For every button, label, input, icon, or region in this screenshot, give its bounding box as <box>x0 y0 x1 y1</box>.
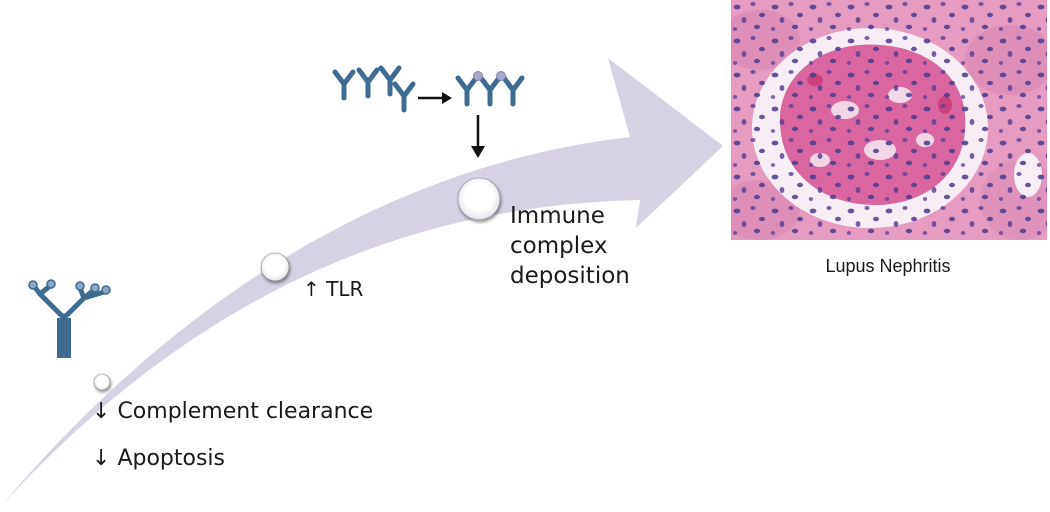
immune-complex-line-3: deposition <box>510 263 630 289</box>
stage-circle-medium <box>260 252 290 282</box>
progression-arrow <box>2 58 723 505</box>
tlr-text: TLR <box>326 277 364 301</box>
micrograph-caption: Lupus Nephritis <box>825 256 951 276</box>
stage-circle-small <box>93 373 111 391</box>
down-arrow-icon: ↓ <box>92 446 111 471</box>
immune-complex-deposition-label: Immune complex deposition <box>510 201 630 291</box>
tlr-label: ↑ TLR <box>303 276 363 302</box>
down-arrow-icon <box>471 115 485 158</box>
immune-complex-line-2: complex <box>510 233 608 259</box>
apoptosis-label: ↓ Apoptosis <box>92 446 225 472</box>
antibody-group-icon <box>332 65 416 113</box>
apoptosis-text: Apoptosis <box>117 446 225 471</box>
antibody-complex-icon <box>455 71 525 107</box>
complement-clearance-label: ↓ Complement clearance <box>92 399 373 425</box>
branched-antibody-icon <box>28 279 111 358</box>
up-arrow-icon: ↑ <box>303 277 320 301</box>
immune-complex-line-1: Immune <box>510 203 605 229</box>
transition-arrow-icon <box>418 92 452 104</box>
complement-clearance-text: Complement clearance <box>117 399 374 424</box>
lupus-nephritis-micrograph <box>731 0 1047 240</box>
down-arrow-icon: ↓ <box>92 399 111 424</box>
stage-circle-large <box>457 177 501 221</box>
